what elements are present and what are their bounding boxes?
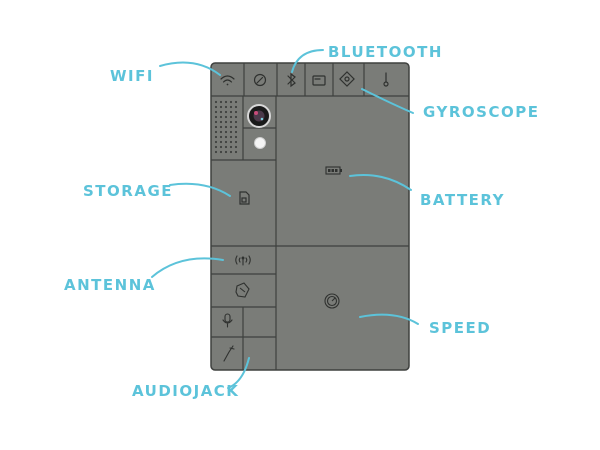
compass-icon: [253, 73, 267, 87]
audiojack-icon: [223, 345, 235, 362]
label-bluetooth: BLUETOOTH: [328, 43, 443, 61]
label-audiojack: AUDIOJACK: [132, 382, 240, 400]
label-wifi: WIFI: [110, 67, 154, 85]
storage-leader-line: [169, 182, 231, 197]
tool-icon: [235, 282, 250, 298]
gyroscope-icon: [339, 71, 355, 87]
flash-icon: [254, 137, 266, 149]
sd-card-icon: [239, 191, 250, 205]
battery-leader-line: [349, 173, 412, 191]
speed-gauge-icon: [324, 293, 340, 309]
label-battery: BATTERY: [420, 191, 506, 209]
antenna-icon: [235, 255, 251, 266]
microphone-icon: [222, 313, 233, 328]
card-icon: [312, 75, 326, 86]
gyroscope-leader-line: [361, 88, 414, 114]
phone-body: [210, 62, 410, 371]
speaker-grille: [214, 100, 238, 154]
label-storage: STORAGE: [83, 182, 174, 200]
audiojack-leader-line: [227, 357, 250, 389]
camera-lens: [247, 104, 271, 128]
speed-leader-line: [359, 313, 419, 325]
bluetooth-leader-line: [291, 49, 324, 73]
bluetooth-icon: [287, 72, 296, 88]
antenna-leader-line: [151, 257, 224, 278]
thermometer-icon: [383, 72, 389, 87]
label-gyroscope: GYROSCOPE: [423, 103, 540, 121]
label-antenna: ANTENNA: [64, 276, 156, 294]
wifi-icon: [220, 75, 235, 86]
battery-icon: [325, 166, 342, 175]
wifi-leader-line: [159, 61, 221, 76]
label-speed: SPEED: [429, 319, 492, 337]
